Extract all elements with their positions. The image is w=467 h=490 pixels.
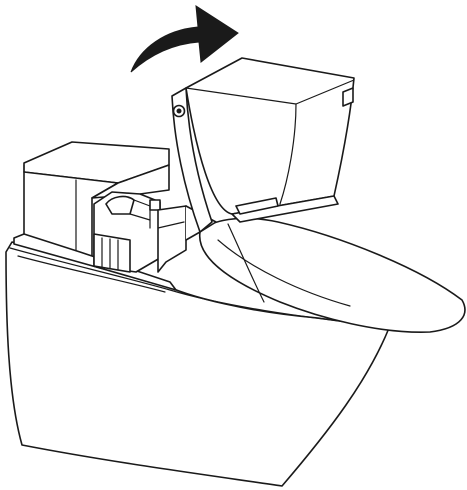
seat-rim [199, 217, 466, 333]
hinge-screw-icon [172, 104, 186, 118]
device-base [5, 241, 390, 487]
latch-tab-icon [342, 87, 354, 107]
inner-mechanism [93, 191, 161, 273]
curved-arrow-icon [130, 5, 239, 73]
raised-lid [171, 57, 355, 233]
